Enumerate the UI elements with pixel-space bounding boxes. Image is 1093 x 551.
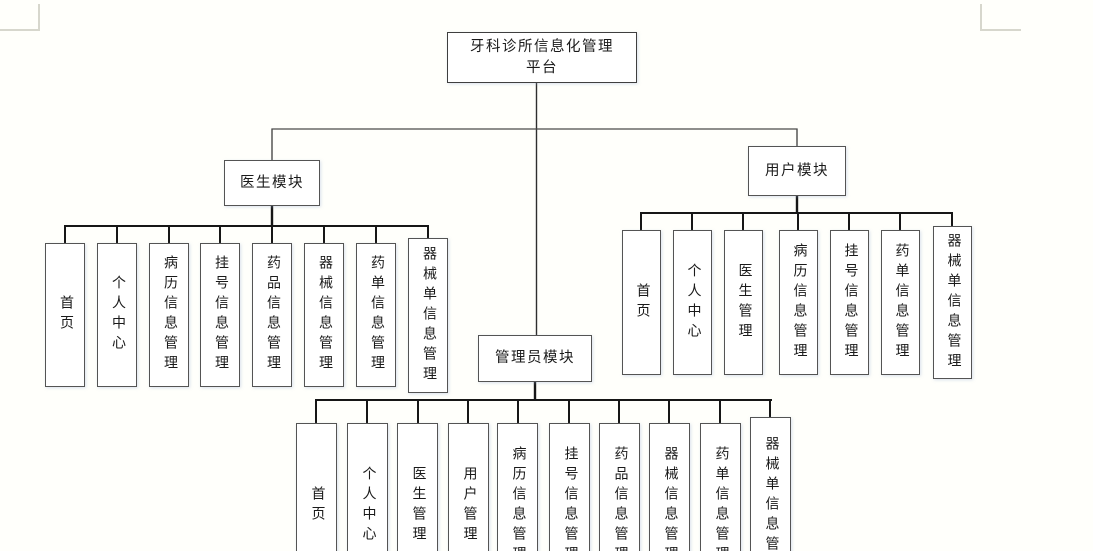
doctor-node-medicine-info-mgmt-label: 药品信息管理	[265, 255, 280, 375]
user-node-medical-record-info-mgmt-label: 病历信息管理	[791, 242, 807, 363]
doctor-node-instrument-info-mgmt-label: 器械信息管理	[317, 255, 332, 375]
admin-node-medicine-info-mgmt: 药品信息管理	[599, 423, 640, 551]
admin-node-instrument-info-mgmt: 器械信息管理	[649, 423, 690, 551]
doctor-node-medical-record-info-mgmt-label: 病历信息管理	[162, 255, 177, 375]
user-node-home-label: 首页	[634, 282, 650, 323]
admin-node-doctor-mgmt-label: 医生管理	[410, 465, 426, 546]
user-node-prescription-info-mgmt-label: 药单信息管理	[893, 242, 909, 363]
admin-node-user-mgmt-label: 用户管理	[461, 465, 477, 546]
user-node-personal-center-label: 个人中心	[685, 262, 701, 343]
doctor-node-prescription-info-mgmt-label: 药单信息管理	[369, 255, 384, 375]
user-node-registration-info-mgmt: 挂号信息管理	[830, 230, 869, 375]
user-node-personal-center: 个人中心	[673, 230, 712, 375]
user-node-medical-record-info-mgmt: 病历信息管理	[779, 230, 818, 375]
page-corner-mark-left-vertical	[38, 4, 40, 31]
admin-node-user-mgmt: 用户管理	[448, 423, 489, 551]
admin-node-personal-center-label: 个人中心	[360, 465, 376, 546]
doctor-node-medical-record-info-mgmt: 病历信息管理	[149, 243, 189, 387]
admin-node-personal-center: 个人中心	[347, 423, 388, 551]
admin-node-doctor-mgmt: 医生管理	[397, 423, 438, 551]
doctor-node-home: 首页	[45, 243, 85, 387]
doctor-node-personal-center-label: 个人中心	[110, 275, 125, 355]
root-node-platform: 牙科诊所信息化管理 平台	[447, 32, 637, 83]
user-node-home: 首页	[622, 230, 661, 375]
user-node-registration-info-mgmt-label: 挂号信息管理	[842, 242, 858, 363]
doctor-node-instrument-order-info-mgmt: 器械单信息管理	[408, 238, 448, 393]
doctor-node-registration-info-mgmt: 挂号信息管理	[200, 243, 240, 387]
page-corner-mark-left-horizontal	[0, 29, 39, 31]
module-node-admin: 管理员模块	[478, 335, 592, 382]
root-title-line1: 牙科诊所信息化管理	[470, 38, 614, 55]
doctor-node-registration-info-mgmt-label: 挂号信息管理	[213, 255, 228, 375]
doctor-node-home-label: 首页	[58, 295, 73, 335]
admin-node-prescription-info-mgmt-label: 药单信息管理	[713, 445, 729, 551]
admin-node-instrument-order-info-mgmt: 器械单信息管理	[750, 417, 791, 551]
user-node-prescription-info-mgmt: 药单信息管理	[881, 230, 920, 375]
admin-node-instrument-order-info-mgmt-label: 器械单信息管理	[763, 435, 779, 551]
admin-node-medical-record-info-mgmt: 病历信息管理	[497, 423, 538, 551]
doctor-node-prescription-info-mgmt: 药单信息管理	[356, 243, 396, 387]
root-title-line2: 平台	[526, 59, 558, 76]
user-node-instrument-order-info-mgmt-label: 器械单信息管理	[945, 232, 961, 373]
module-node-user: 用户模块	[748, 146, 846, 196]
admin-node-registration-info-mgmt: 挂号信息管理	[549, 423, 590, 551]
admin-node-instrument-info-mgmt-label: 器械信息管理	[662, 445, 678, 551]
module-node-doctor: 医生模块	[224, 160, 320, 206]
admin-node-medicine-info-mgmt-label: 药品信息管理	[612, 445, 628, 551]
page-corner-mark-right-horizontal	[980, 29, 1021, 31]
admin-node-medical-record-info-mgmt-label: 病历信息管理	[510, 445, 526, 551]
doctor-node-personal-center: 个人中心	[97, 243, 137, 387]
doctor-node-medicine-info-mgmt: 药品信息管理	[252, 243, 292, 387]
doctor-node-instrument-info-mgmt: 器械信息管理	[304, 243, 344, 387]
user-node-instrument-order-info-mgmt: 器械单信息管理	[933, 226, 972, 379]
user-node-doctor-mgmt: 医生管理	[724, 230, 763, 375]
admin-node-prescription-info-mgmt: 药单信息管理	[700, 423, 741, 551]
user-node-doctor-mgmt-label: 医生管理	[736, 262, 752, 343]
module-label-admin: 管理员模块	[495, 350, 575, 366]
doctor-node-instrument-order-info-mgmt-label: 器械单信息管理	[421, 245, 436, 386]
page-corner-mark-right-vertical	[980, 4, 982, 31]
module-label-user: 用户模块	[765, 162, 829, 179]
admin-node-registration-info-mgmt-label: 挂号信息管理	[562, 445, 578, 551]
admin-node-home-label: 首页	[309, 485, 325, 526]
admin-node-home: 首页	[296, 423, 337, 551]
module-label-doctor: 医生模块	[240, 174, 304, 191]
